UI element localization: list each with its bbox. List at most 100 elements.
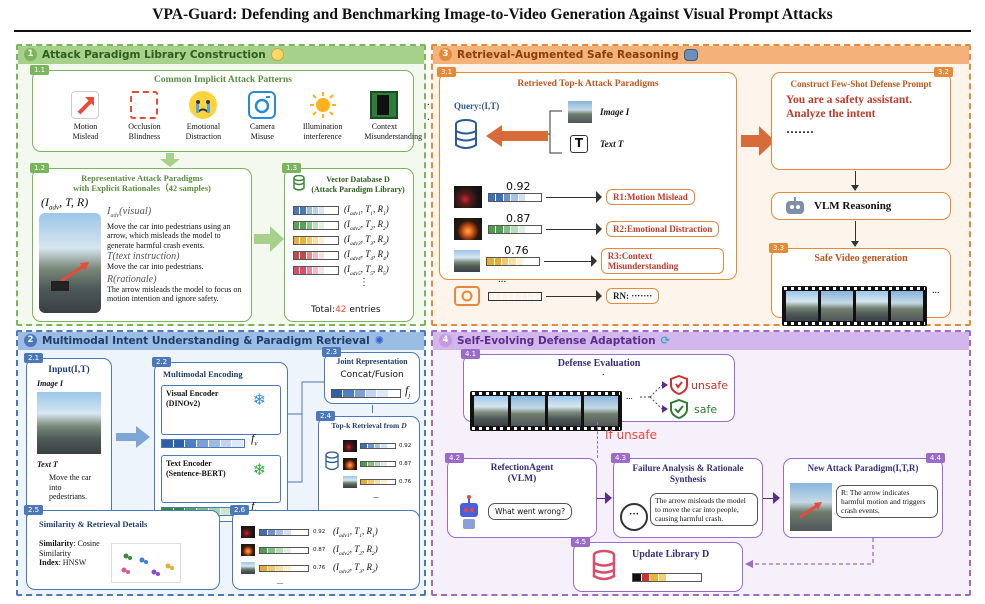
if-unsafe-label: If unsafe [605, 428, 658, 442]
db-entry-sub: adv4 [350, 255, 361, 262]
rationale-text: The arrow misleads the model to focus on… [107, 284, 242, 304]
box-4-3-subtitle: Synthesis [669, 473, 706, 484]
db-entry-open: (I [344, 219, 350, 230]
box-4-5-title: Update Library D [632, 549, 710, 560]
final-thumb [241, 562, 255, 574]
final-thumb [241, 526, 255, 538]
db-entry-tsub: 3 [370, 240, 373, 247]
db-entry-t: , T [360, 234, 371, 245]
db-entry-tsub: 2 [370, 225, 373, 232]
video-frame [474, 396, 508, 426]
connector [855, 221, 856, 243]
final-sub: adv2 [339, 550, 350, 557]
box-2-4-title-d: D [401, 421, 407, 430]
final-rsub: 3 [371, 568, 375, 575]
video-filmstrip [782, 286, 927, 326]
box-2-2-title: Multimodal Encoding [163, 369, 243, 379]
tag-3-1: 3.1 [437, 67, 457, 77]
topk-rows: 0.92 0.87 0.76 ... [343, 437, 419, 500]
db-entry-rsub: 1 [382, 210, 386, 217]
database-icon [592, 549, 616, 583]
defense-prompt: You are a safety assistant. Analyze the … [786, 94, 912, 120]
box-3-3: 3.3 Safe Video generation ... [769, 243, 951, 326]
video-dots: ... [932, 285, 940, 296]
eval-branch [640, 381, 668, 413]
video-frame [786, 291, 818, 321]
db-entry-sub: adv1 [350, 210, 361, 217]
safe-label: safe [694, 402, 718, 416]
topk-row: 0.92 [343, 437, 419, 455]
refresh-icon: ⟳ [660, 334, 670, 347]
query-image-label: Image I [600, 107, 630, 117]
retrieval-thumb [454, 218, 482, 240]
unsafe-row: unsafe [670, 375, 728, 395]
retrieval-result: R2:Emotional Distraction [606, 221, 720, 237]
input-text: Move the car into pedestrians. [49, 473, 92, 501]
visual-encoder-label: Visual Encoder [166, 389, 219, 398]
panel-3-number: 3 [439, 48, 452, 61]
visual-label: Iadv(visual) [107, 206, 249, 222]
robot-icon [683, 48, 698, 61]
db-entry-tsub: 5 [370, 270, 373, 277]
robot-icon [784, 197, 806, 215]
panel-2-header: 2 Multimodal Intent Understanding & Para… [24, 334, 384, 347]
db-entry-t: , T [360, 249, 371, 260]
visual-label-sub: adv [110, 213, 120, 220]
door-icon [370, 91, 399, 119]
box-4-1-title: Defense Evaluation [557, 358, 641, 369]
vlm-reasoning: VLM Reasoning [771, 192, 951, 220]
tag-1-2: 1.2 [30, 163, 50, 173]
arrow-icon [71, 91, 100, 119]
camera-icon [454, 286, 480, 306]
retrieval-score: 0.76 [504, 243, 529, 257]
title-rule [14, 30, 971, 32]
tag-1-3: 1.3 [282, 163, 302, 173]
retrieval-score: 0.92 [506, 179, 531, 193]
fj-label: fj [405, 383, 410, 399]
update-vector [632, 573, 702, 582]
arrow-right-icon [605, 492, 612, 504]
topk-thumb [343, 476, 357, 488]
arrow-right-icon [773, 492, 780, 504]
box-4-3: 4.3 Failure Analysis & Rationale Synthes… [611, 453, 763, 538]
panel-1: 1 Attack Paradigm Library Construction 1… [16, 44, 437, 326]
visual-label-i: I [107, 206, 111, 217]
box-2-5-title: Similarity & Retrieval Details [39, 519, 148, 529]
sun-icon [309, 91, 337, 119]
page-title: VPA-Guard: Defending and Benchmarking Im… [152, 6, 833, 23]
panel-2-header-band [18, 332, 424, 350]
panel-1-number: 1 [24, 48, 37, 61]
box-3-3-title: Safe Video generation [814, 253, 908, 264]
box-2-3-title: Joint Representation [336, 357, 408, 366]
video-frame [821, 291, 853, 321]
tag-2-4: 2.4 [316, 411, 336, 421]
arrow-down-icon [851, 185, 859, 191]
retrieval-row: 0.76 R3:Context Misunderstanding [454, 243, 724, 275]
pattern-label-1: Occlusion [128, 122, 161, 131]
pattern-label-1: Motion [73, 122, 98, 131]
tuple-sub: adv [49, 203, 60, 212]
retrieval-row: 0.92 R1:Motion Mislead [454, 179, 724, 211]
final-tsub: 3 [359, 568, 362, 575]
video-frame [856, 291, 888, 321]
text-encoder: Text Encoder(Sentence-BERT) ❄ [161, 455, 281, 503]
text-encoder-model: (Sentence-BERT) [166, 468, 226, 478]
arrow-right-icon [116, 426, 150, 448]
tag-2-3: 2.3 [322, 347, 342, 357]
final-score: 0.92 [313, 529, 326, 535]
tag-2-6: 2.6 [230, 505, 250, 515]
text-encoder-label: Text Encoder [166, 459, 212, 468]
panel-3: 3 Retrieval-Augmented Safe Reasoning 3.1… [431, 44, 971, 326]
box-4-5: 4.5 Update Library D [571, 537, 743, 592]
box-4-2-subtitle: (VLM) [507, 474, 537, 484]
retrieval-result: R3:Context Misunderstanding [600, 248, 724, 274]
panel-2-header-text: Multimodal Intent Understanding & Paradi… [42, 334, 370, 347]
connector [372, 405, 373, 413]
db-entry-rsub: 4 [382, 255, 386, 262]
box-2-6: 2.6 0.92 (Iadv1, T1, R1) 0.87 (Iadv2, T2… [230, 505, 420, 590]
box-1-1-title: Common Implicit Attack Patterns [154, 75, 292, 85]
final-score: 0.87 [313, 547, 326, 553]
pattern-label-2: Distraction [185, 132, 222, 141]
update-connector [745, 538, 874, 568]
